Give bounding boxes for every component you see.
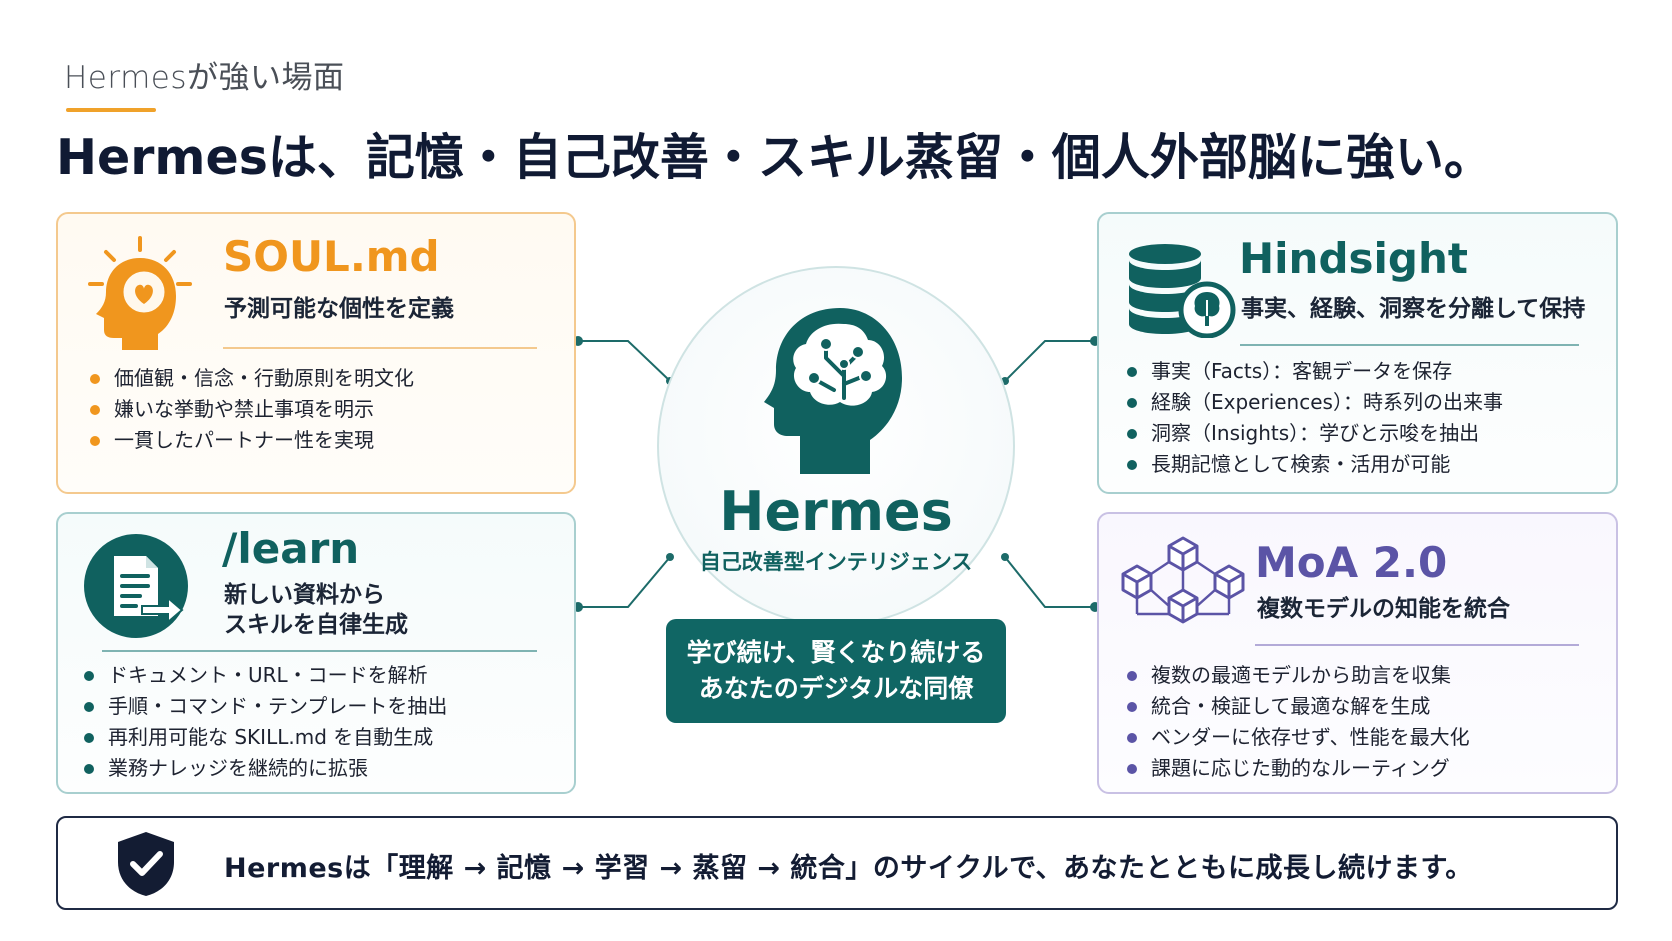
- list-item: 課題に応じた動的なルーティング: [1125, 753, 1470, 784]
- card-subtitle-line2: スキルを自律生成: [224, 612, 408, 638]
- card-subtitle-line1: 新しい資料から: [224, 582, 385, 608]
- card-title: /learn: [222, 524, 360, 573]
- card-subtitle: 予測可能な個性を定義: [224, 296, 454, 322]
- head-lightbulb-heart-icon: [88, 236, 192, 350]
- shield-check-icon: [118, 832, 174, 896]
- divider: [1255, 644, 1579, 646]
- list-item: 複数の最適モデルから助言を収集: [1125, 660, 1470, 691]
- list-item: ドキュメント・URL・コードを解析: [82, 660, 447, 691]
- card-soul: SOUL.md 予測可能な個性を定義 価値観・信念・行動原則を明文化 嫌いな挙動…: [56, 212, 576, 494]
- divider: [223, 347, 537, 349]
- card-title: SOUL.md: [223, 232, 440, 281]
- card-moa: MoA 2.0 複数モデルの知能を統合 複数の最適モデルから助言を収集 統合・検…: [1097, 512, 1618, 794]
- tagline-line1: 学び続け、賢くなり続ける: [686, 638, 986, 667]
- list-item: 事実（Facts）：客観データを保存: [1125, 356, 1503, 387]
- section-subtitle: Hermesが強い場面: [64, 60, 345, 96]
- list-item: 長期記憶として検索・活用が可能: [1125, 449, 1503, 480]
- brain-head-icon: [764, 308, 902, 474]
- card-subtitle: 複数モデルの知能を統合: [1257, 596, 1510, 622]
- center-title: Hermes: [719, 480, 953, 543]
- page-headline: Hermesは、記憶・自己改善・スキル蒸留・個人外部脳に強い。: [56, 129, 1493, 186]
- database-tree-icon: [1129, 244, 1236, 338]
- list-item: 業務ナレッジを継続的に拡張: [82, 753, 447, 784]
- connected-cubes-icon: [1121, 536, 1245, 624]
- accent-bar: [66, 108, 156, 112]
- divider: [1240, 344, 1579, 346]
- bullet-list: 価値観・信念・行動原則を明文化 嫌いな挙動や禁止事項を明示 一貫したパートナー性…: [88, 363, 414, 456]
- list-item: 洞察（Insights）：学びと示唆を抽出: [1125, 418, 1503, 449]
- list-item: 再利用可能な SKILL.md を自動生成: [82, 722, 447, 753]
- document-arrow-icon: [84, 534, 188, 638]
- bullet-list: 複数の最適モデルから助言を収集 統合・検証して最適な解を生成 ベンダーに依存せず…: [1125, 660, 1470, 784]
- list-item: 手順・コマンド・テンプレートを抽出: [82, 691, 447, 722]
- footer-text: Hermesは「理解 → 記憶 → 学習 → 蒸留 → 統合」のサイクルで、あな…: [224, 853, 1473, 884]
- list-item: 統合・検証して最適な解を生成: [1125, 691, 1470, 722]
- center-subtitle: 自己改善型インテリジェンス: [699, 550, 973, 574]
- bullet-list: 事実（Facts）：客観データを保存 経験（Experiences）：時系列の出…: [1125, 356, 1503, 480]
- list-item: 価値観・信念・行動原則を明文化: [88, 363, 414, 394]
- bullet-list: ドキュメント・URL・コードを解析 手順・コマンド・テンプレートを抽出 再利用可…: [82, 660, 447, 784]
- tagline-line2: あなたのデジタルな同僚: [698, 674, 974, 703]
- card-subtitle: 事実、経験、洞察を分離して保持: [1241, 296, 1586, 322]
- center-tagline-box: 学び続け、賢くなり続ける あなたのデジタルな同僚: [666, 619, 1006, 723]
- list-item: 一貫したパートナー性を実現: [88, 425, 414, 456]
- connector-moa: [1004, 556, 1095, 608]
- divider: [102, 650, 537, 652]
- card-title: Hindsight: [1239, 234, 1468, 283]
- list-item: 経験（Experiences）：時系列の出来事: [1125, 387, 1503, 418]
- list-item: ベンダーに依存せず、性能を最大化: [1125, 722, 1470, 753]
- card-hindsight: Hindsight 事実、経験、洞察を分離して保持 事実（Facts）：客観デー…: [1097, 212, 1618, 494]
- connector-soul: [578, 340, 671, 382]
- list-item: 嫌いな挙動や禁止事項を明示: [88, 394, 414, 425]
- card-title: MoA 2.0: [1255, 538, 1448, 587]
- footer-banner: Hermesは「理解 → 記憶 → 学習 → 蒸留 → 統合」のサイクルで、あな…: [56, 816, 1618, 910]
- connector-learn: [578, 556, 671, 608]
- connector-hindsight: [1004, 340, 1095, 382]
- card-learn: /learn 新しい資料から スキルを自律生成 ドキュメント・URL・コードを解…: [56, 512, 576, 794]
